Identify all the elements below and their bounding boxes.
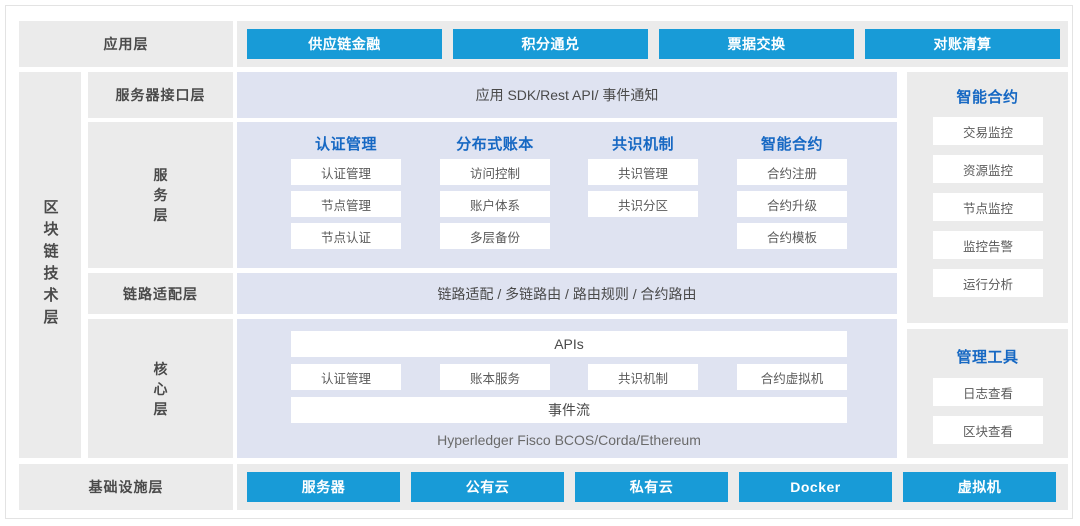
side-item-node-monitor[interactable]: 节点监控	[933, 193, 1043, 221]
side-item-monitor-alarm[interactable]: 监控告警	[933, 231, 1043, 259]
service-group-title-smart-contract: 智能合约	[760, 135, 823, 153]
core-layer-label: 核心层	[88, 319, 233, 458]
link-adaptation-band: 链路适配 / 多链路由 / 路由规则 / 合约路由	[237, 273, 897, 314]
service-card-auth-3[interactable]: 节点认证	[291, 223, 401, 249]
infra-button-virtual-machine[interactable]: 虚拟机	[903, 472, 1056, 502]
service-layer-panel: 认证管理 认证管理 节点管理 节点认证 分布式账本 访问控制 账户体系 多层备份…	[237, 122, 897, 268]
core-apis-bar[interactable]: APIs	[291, 331, 847, 357]
service-card-contract-1[interactable]: 合约注册	[737, 159, 847, 185]
link-adaptation-layer-label-text: 链路适配层	[123, 285, 198, 302]
service-card-auth-1[interactable]: 认证管理	[291, 159, 401, 185]
app-button-points-exchange[interactable]: 积分通兑	[453, 29, 648, 59]
infra-button-public-cloud[interactable]: 公有云	[411, 472, 564, 502]
core-module-auth[interactable]: 认证管理	[291, 364, 401, 390]
application-layer-label: 应用层	[19, 21, 233, 67]
service-card-consensus-2[interactable]: 共识分区	[588, 191, 698, 217]
application-layer-label-text: 应用层	[103, 36, 149, 52]
service-card-ledger-3[interactable]: 多层备份	[440, 223, 550, 249]
link-adaptation-band-text: 链路适配 / 多链路由 / 路由规则 / 合约路由	[437, 285, 697, 302]
core-layer-panel: APIs 认证管理 账本服务 共识机制 合约虚拟机 事件流 Hyperledge…	[237, 319, 897, 458]
side-panel-management-tools-title: 管理工具	[956, 348, 1019, 366]
infra-button-docker[interactable]: Docker	[739, 472, 892, 502]
service-group-title-auth: 认证管理	[314, 135, 377, 153]
core-module-ledger-service[interactable]: 账本服务	[440, 364, 550, 390]
service-group-title-consensus: 共识机制	[611, 135, 674, 153]
app-button-bill-exchange[interactable]: 票据交换	[659, 29, 854, 59]
infra-button-private-cloud[interactable]: 私有云	[575, 472, 728, 502]
side-item-resource-monitor[interactable]: 资源监控	[933, 155, 1043, 183]
server-interface-band-text: 应用 SDK/Rest API/ 事件通知	[475, 87, 659, 103]
core-event-stream-bar[interactable]: 事件流	[291, 397, 847, 423]
infra-button-server[interactable]: 服务器	[247, 472, 400, 502]
side-item-runtime-analysis[interactable]: 运行分析	[933, 269, 1043, 297]
side-panel-management-tools: 管理工具 日志查看 区块查看	[907, 329, 1068, 458]
server-interface-layer-label: 服务器接口层	[88, 72, 233, 118]
service-card-ledger-1[interactable]: 访问控制	[440, 159, 550, 185]
service-card-auth-2[interactable]: 节点管理	[291, 191, 401, 217]
application-layer-button-strip: 供应链金融 积分通兑 票据交换 对账清算	[237, 21, 1068, 67]
service-card-contract-2[interactable]: 合约升级	[737, 191, 847, 217]
service-card-ledger-2[interactable]: 账户体系	[440, 191, 550, 217]
infrastructure-layer-label: 基础设施层	[19, 464, 233, 510]
app-button-reconciliation-settlement[interactable]: 对账清算	[865, 29, 1060, 59]
server-interface-layer-label-text: 服务器接口层	[115, 87, 206, 103]
blockchain-tech-layer-label-text: 区块链技术层	[41, 199, 59, 331]
side-panel-smart-contract: 智能合约 交易监控 资源监控 节点监控 监控告警 运行分析	[907, 72, 1068, 323]
service-card-consensus-1[interactable]: 共识管理	[588, 159, 698, 185]
core-module-contract-vm[interactable]: 合约虚拟机	[737, 364, 847, 390]
server-interface-band: 应用 SDK/Rest API/ 事件通知	[237, 72, 897, 118]
side-item-log-viewer[interactable]: 日志查看	[933, 378, 1043, 406]
link-adaptation-layer-label: 链路适配层	[88, 273, 233, 314]
service-card-contract-3[interactable]: 合约模板	[737, 223, 847, 249]
service-layer-label-text: 服务层	[153, 167, 168, 223]
app-button-supply-chain-finance[interactable]: 供应链金融	[247, 29, 442, 59]
service-group-title-ledger: 分布式账本	[456, 135, 534, 153]
side-item-block-viewer[interactable]: 区块查看	[933, 416, 1043, 444]
side-panel-smart-contract-title: 智能合约	[956, 88, 1019, 106]
service-layer-label: 服务层	[88, 122, 233, 268]
core-layer-label-text: 核心层	[153, 360, 168, 417]
infrastructure-layer-button-strip: 服务器 公有云 私有云 Docker 虚拟机	[237, 464, 1068, 510]
core-module-consensus[interactable]: 共识机制	[588, 364, 698, 390]
side-item-transaction-monitor[interactable]: 交易监控	[933, 117, 1043, 145]
blockchain-tech-layer-label: 区块链技术层	[19, 72, 81, 458]
diagram-frame: 应用层 供应链金融 积分通兑 票据交换 对账清算 区块链技术层 服务器接口层 应…	[5, 5, 1073, 519]
core-base-platforms: Hyperledger Fisco BCOS/Corda/Ethereum	[437, 432, 701, 448]
infrastructure-layer-label-text: 基础设施层	[88, 479, 164, 495]
